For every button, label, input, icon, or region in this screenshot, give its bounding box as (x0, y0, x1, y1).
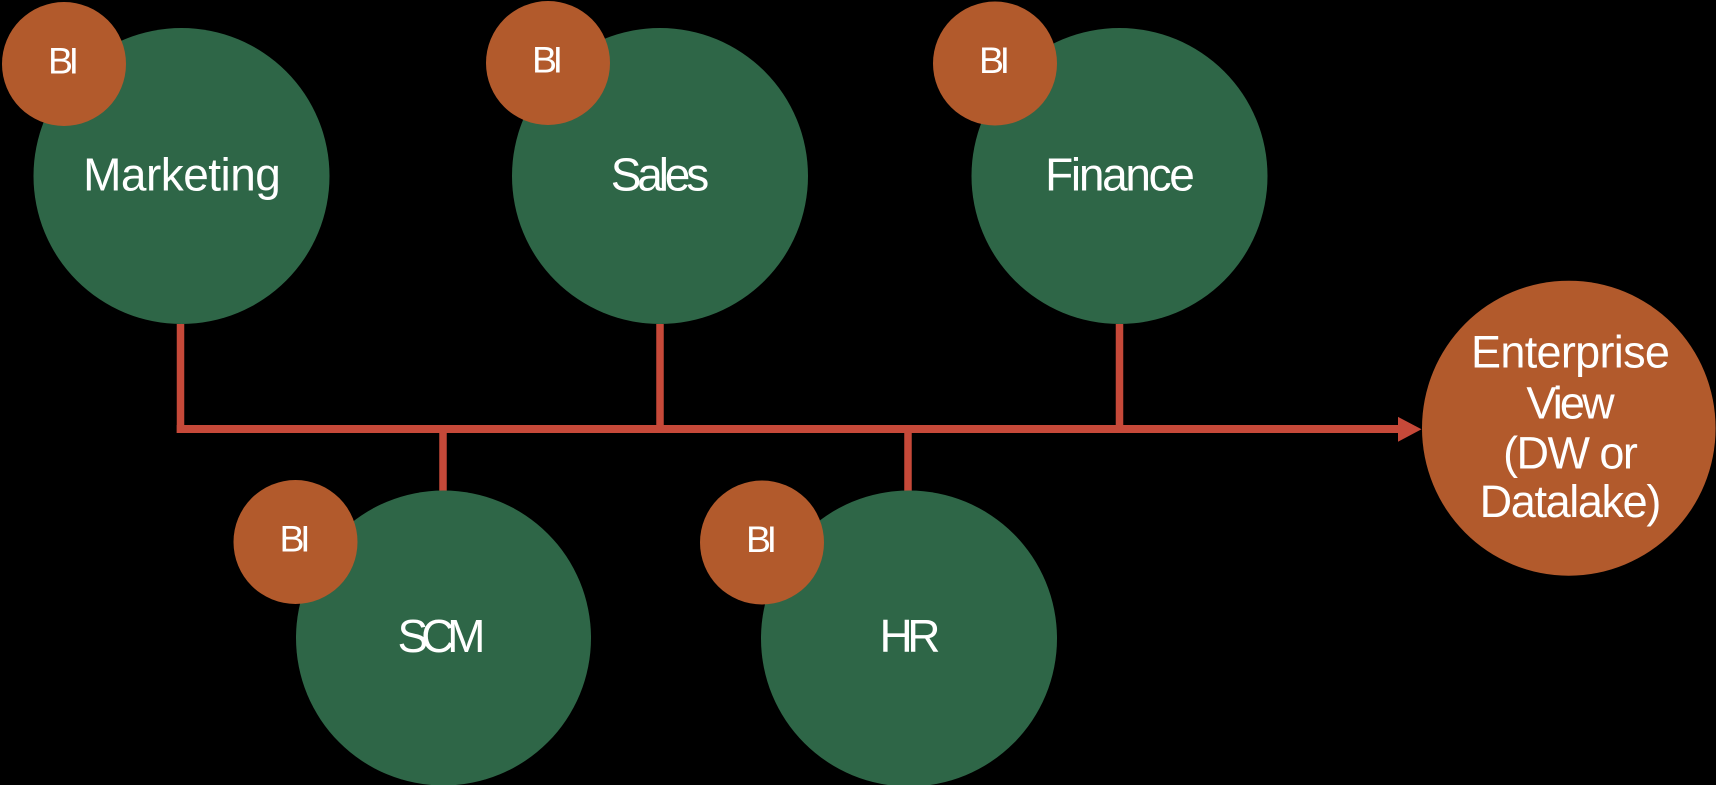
svg-text:BI: BI (532, 39, 563, 81)
svg-text:BI: BI (280, 518, 311, 560)
svg-text:View: View (1526, 378, 1615, 429)
svg-text:Finance: Finance (1045, 149, 1195, 201)
svg-text:Marketing: Marketing (83, 149, 281, 201)
svg-text:BI: BI (48, 40, 79, 82)
svg-text:Sales: Sales (611, 149, 710, 201)
svg-text:BI: BI (979, 39, 1010, 81)
svg-text:HR: HR (880, 610, 941, 662)
svg-text:(DW or: (DW or (1503, 428, 1638, 479)
svg-text:BI: BI (746, 518, 777, 560)
svg-text:Datalake): Datalake) (1480, 476, 1662, 527)
svg-text:SCM: SCM (398, 610, 486, 662)
svg-text:Enterprise: Enterprise (1471, 327, 1670, 378)
